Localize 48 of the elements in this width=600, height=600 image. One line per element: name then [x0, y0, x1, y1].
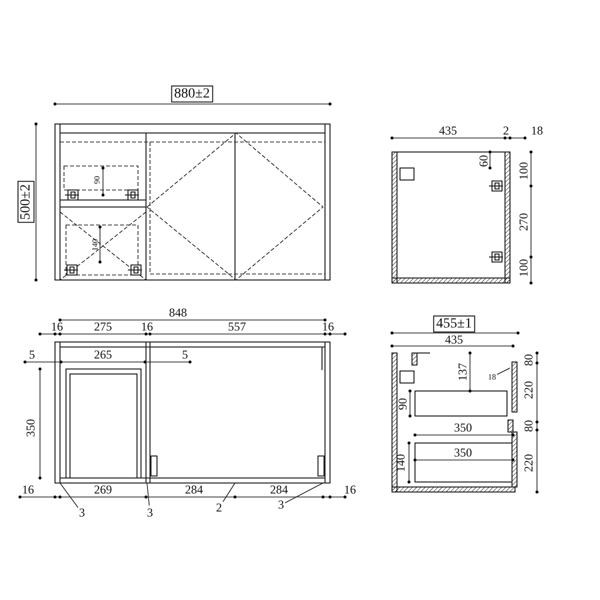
callout-number: 3 — [79, 506, 85, 520]
overall-dimension-label: 500±2 — [18, 181, 34, 223]
dimension-label: 80 — [522, 420, 536, 432]
dimension-label: 350 — [24, 419, 38, 437]
leader-line — [222, 482, 236, 502]
dimension-label: 350 — [454, 446, 472, 460]
callout-number: 2 — [216, 502, 222, 514]
dimension-label: 284 — [185, 484, 203, 496]
dimension-label: 140 — [394, 454, 408, 472]
dimension-label: 350 — [454, 422, 472, 434]
dimension-label: 435 — [439, 124, 457, 138]
dimension-label: 265 — [94, 348, 112, 362]
dimension-label: 270 — [518, 213, 530, 231]
overall-dimension-label: 880±2 — [171, 86, 213, 102]
dimension-label: 848 — [169, 306, 187, 320]
dimension-label: 100 — [518, 259, 530, 277]
leader-line — [284, 482, 324, 504]
dimension-label: 16 — [22, 484, 34, 496]
dimension-label: 90 — [92, 176, 102, 184]
dimension-label: 80 — [522, 354, 536, 366]
dimension-label: 557 — [228, 320, 246, 334]
dimension-label: 284 — [270, 484, 288, 496]
dimension-label: 435 — [445, 334, 463, 346]
overall-dimension-label: 455±1 — [433, 316, 475, 332]
dimension-label: 16 — [51, 320, 63, 334]
dimension-label: 2 — [503, 124, 509, 138]
dimension-label: 275 — [94, 320, 112, 334]
callout-number: 18 — [488, 372, 496, 382]
dimension-label: 16 — [344, 484, 356, 496]
dimension-label: 100 — [518, 162, 530, 180]
dimension-label: 140 — [90, 239, 100, 251]
callout-number: 3 — [278, 498, 284, 512]
dimension-label: 16 — [141, 320, 153, 334]
dimension-label: 220 — [522, 381, 536, 399]
cabinet-top-section-drawing — [54, 342, 330, 484]
dimension-label: 220 — [522, 454, 536, 472]
dimension-label: 18 — [531, 124, 543, 138]
dimension-label: 5 — [29, 348, 35, 362]
leader-line — [60, 482, 78, 508]
leader-line — [496, 368, 510, 375]
dimension-label: 269 — [94, 484, 112, 496]
callout-number: 3 — [147, 506, 153, 520]
dimension-label: 90 — [396, 398, 410, 410]
leader-line — [146, 482, 150, 506]
dimension-label: 5 — [182, 348, 188, 362]
dimension-label: 60 — [478, 155, 490, 167]
dimension-label: 16 — [322, 320, 334, 334]
dimension-label: 137 — [456, 363, 470, 381]
